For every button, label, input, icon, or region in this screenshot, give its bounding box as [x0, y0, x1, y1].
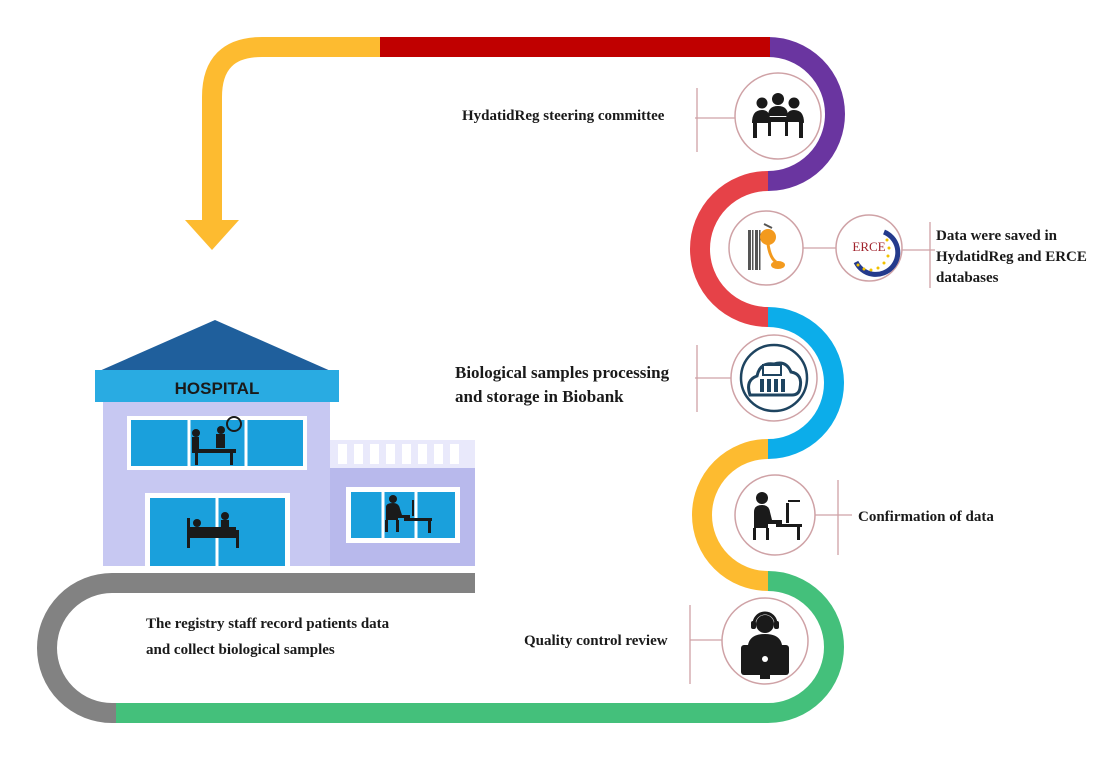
- connector-lines: [689, 88, 935, 684]
- erce-logo-text: ERCE: [852, 239, 885, 254]
- track-yellow: [692, 439, 769, 591]
- label-line: and collect biological samples: [146, 642, 335, 658]
- headset-operator-icon: [721, 597, 809, 685]
- track-green: [116, 571, 844, 723]
- staff-computer-icon: [385, 495, 432, 533]
- label-line: databases: [936, 270, 999, 286]
- step-databases-label: Data were saved in HydatidReg and ERCE d…: [936, 226, 1096, 289]
- surgery-icon: [192, 416, 242, 465]
- erce-logo-icon: ERCE: [835, 214, 903, 282]
- label-line: HydatidReg steering committee: [462, 108, 665, 124]
- label-line: HydatidReg and ERCE: [936, 249, 1087, 265]
- step-registry-label: The registry staff record patients data …: [146, 611, 446, 663]
- label-line: Data were saved in: [936, 228, 1057, 244]
- hospital-sign-band: [95, 370, 339, 402]
- track-blue: [767, 307, 844, 459]
- hospital-sign-text: HOSPITAL: [175, 379, 260, 398]
- return-arrow-head: [185, 220, 239, 250]
- track-purple: [767, 37, 845, 191]
- desk-worker-icon: [734, 474, 816, 556]
- label-line: and storage in Biobank: [455, 387, 624, 406]
- label-line: Biological samples processing: [455, 363, 670, 382]
- hydatidreg-logo-icon: [728, 210, 804, 286]
- track-yellow-return: [202, 37, 380, 222]
- hospital-icon: HOSPITAL: [95, 320, 475, 566]
- committee-meeting-icon: [734, 72, 822, 160]
- biobank-cloud-icon: [730, 334, 818, 422]
- label-line: The registry staff record patients data: [146, 616, 390, 632]
- hospital-roof: [97, 320, 333, 372]
- workflow-track: [37, 37, 845, 723]
- step-biobank-label: Biological samples processing and storag…: [455, 361, 695, 409]
- label-line: Quality control review: [524, 633, 668, 649]
- label-line: Confirmation of data: [858, 509, 994, 525]
- step-steering-label: HydatidReg steering committee: [462, 105, 692, 127]
- step-quality-label: Quality control review: [524, 630, 694, 652]
- step-confirmation-label: Confirmation of data: [858, 506, 1058, 528]
- track-red-curve: [690, 171, 769, 327]
- track-gray: [37, 573, 475, 723]
- patient-bed-icon: [187, 512, 239, 548]
